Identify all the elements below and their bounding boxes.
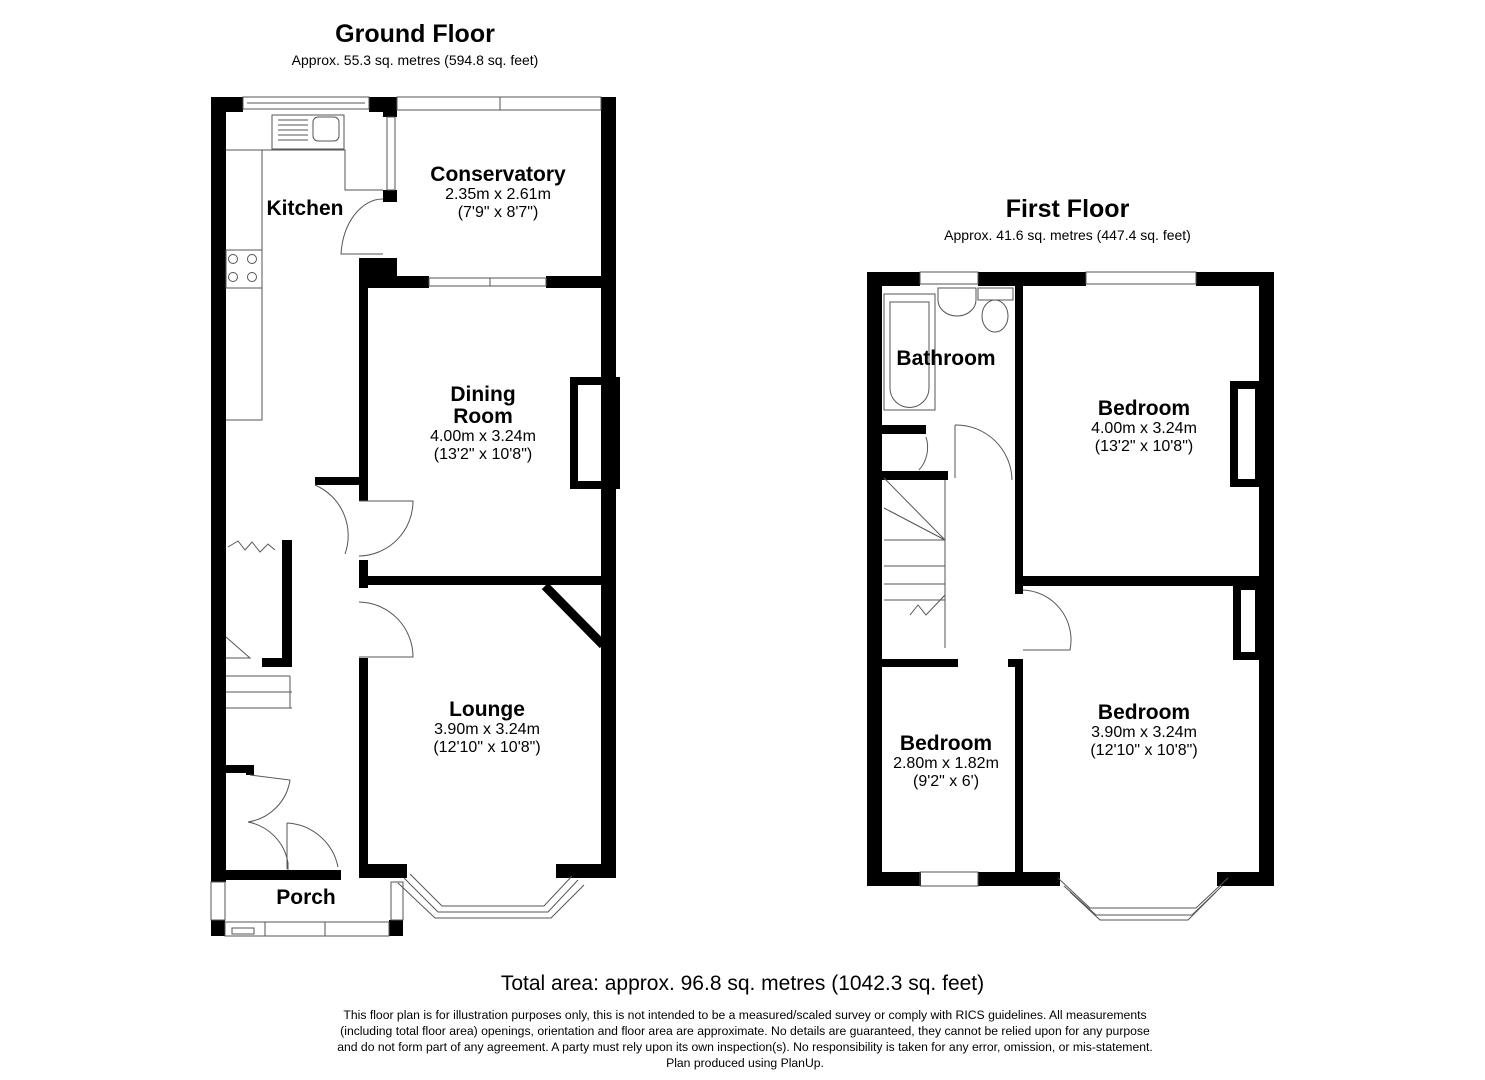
room-dimensions-imperial: (12'10" x 10'8") [433, 738, 541, 756]
room-dimensions-metric: 3.90m x 3.24m [434, 721, 540, 739]
room-dimensions-metric: 4.00m x 3.24m [1091, 420, 1197, 438]
disclaimer-line: and do not form part of any agreement. A… [337, 1040, 1153, 1054]
total-area: Total area: approx. 96.8 sq. metres (104… [500, 972, 985, 995]
room-name: Bedroom [899, 732, 993, 755]
room-conservatory: Conservatory 2.35m x 2.61m (7'9" x 8'7") [403, 163, 593, 221]
ground-floor-plan [210, 96, 620, 937]
first-floor-area: Approx. 41.6 sq. metres (447.4 sq. feet) [944, 227, 1191, 243]
first-floor-title: First Floor [1005, 195, 1130, 223]
room-name: Lounge [449, 698, 525, 721]
room-dimensions-imperial: (7'9" x 8'7") [457, 203, 539, 221]
room-name: Kitchen [266, 197, 344, 220]
ground-floor-title: Ground Floor [335, 20, 495, 48]
room-dimensions-imperial: (9'2" x 6') [912, 772, 980, 790]
room-dimensions-imperial: (12'10" x 10'8") [1090, 741, 1198, 759]
first-floor-plan [867, 271, 1274, 921]
room-name: Dining Room [450, 383, 516, 429]
room-bedroom-small: Bedroom 2.80m x 1.82m (9'2" x 6') [882, 732, 1010, 790]
room-name: Conservatory [430, 163, 566, 186]
room-name: Bedroom [1097, 397, 1191, 420]
disclaimer-line: Plan produced using PlanUp. [666, 1056, 824, 1070]
ground-floor-area: Approx. 55.3 sq. metres (594.8 sq. feet) [291, 52, 539, 68]
room-dimensions-metric: 4.00m x 3.24m [430, 428, 536, 446]
room-dimensions-metric: 3.90m x 3.24m [1091, 724, 1197, 742]
disclaimer-line: This floor plan is for illustration purp… [343, 1008, 1147, 1022]
disclaimer-line: (including total floor area) openings, o… [340, 1024, 1150, 1038]
room-bathroom: Bathroom [885, 347, 1007, 370]
room-dimensions-imperial: (13'2" x 10'8") [1094, 437, 1194, 455]
room-dimensions-metric: 2.35m x 2.61m [445, 186, 551, 204]
disclaimer: This floor plan is for illustration purp… [255, 1007, 1235, 1071]
room-name: Bedroom [1097, 701, 1191, 724]
room-bedroom-front: Bedroom 3.90m x 3.24m (12'10" x 10'8") [1068, 701, 1220, 759]
room-bedroom-rear: Bedroom 4.00m x 3.24m (13'2" x 10'8") [1070, 397, 1218, 455]
room-dimensions-metric: 2.80m x 1.82m [893, 755, 999, 773]
room-name: Bathroom [896, 347, 996, 370]
room-name: Porch [276, 886, 336, 909]
room-porch: Porch [256, 886, 356, 909]
room-kitchen: Kitchen [255, 197, 355, 220]
room-dining-room: Dining Room 4.00m x 3.24m (13'2" x 10'8"… [413, 383, 553, 463]
room-dimensions-imperial: (13'2" x 10'8") [433, 445, 533, 463]
room-lounge: Lounge 3.90m x 3.24m (12'10" x 10'8") [413, 698, 561, 756]
